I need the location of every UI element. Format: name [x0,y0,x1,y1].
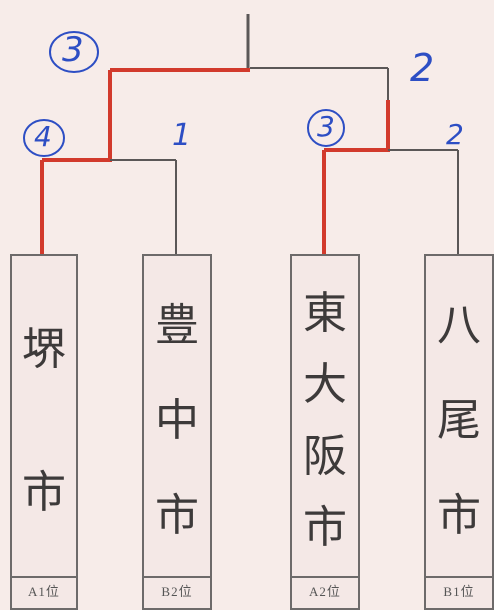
team4-score: 2 [446,118,464,151]
final-left-score-circle [49,31,99,73]
team-name-char: 堺 [22,323,66,375]
seed-label: B2位 [144,576,210,608]
team1-score-circle [23,119,65,157]
team-card-4: 八 尾 市 B1位 [424,254,494,610]
team-card-1: 堺 市 A1位 [10,254,78,610]
seed-label: B1位 [426,576,492,608]
team-name-char: 尾 [437,394,481,446]
team-name-char: 市 [437,490,481,542]
team-name-char: 東 [303,287,347,339]
team3-score-circle [307,109,345,147]
final-right-score: 2 [410,46,435,90]
team-name-char: 大 [303,359,347,411]
team2-score: 1 [172,118,192,153]
team1-score: 4 [34,120,52,153]
team-card-3: 東 大 阪 市 A2位 [290,254,360,610]
team-name-char: 豊 [155,299,199,351]
team3-score: 3 [317,110,335,143]
team-name-char: 市 [155,490,199,542]
seed-label: A2位 [292,576,358,608]
team-name-char: 市 [22,466,66,518]
team-name-char: 八 [437,299,481,351]
team-name-char: 阪 [303,430,347,482]
team-name-char: 市 [303,502,347,554]
final-left-score: 3 [62,30,84,70]
team-name: 八 尾 市 [426,256,492,574]
team-name: 堺 市 [12,256,76,574]
seed-label: A1位 [12,576,76,608]
team-name-char: 中 [155,394,199,446]
team-name: 東 大 阪 市 [292,256,358,574]
team-name: 豊 中 市 [144,256,210,574]
team-card-2: 豊 中 市 B2位 [142,254,212,610]
